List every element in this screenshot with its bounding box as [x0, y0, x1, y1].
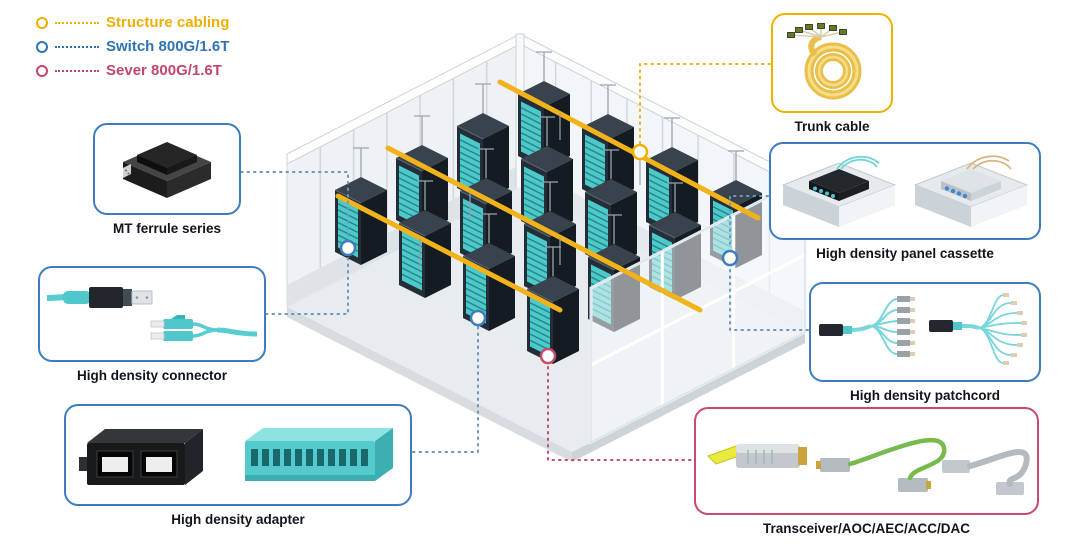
callout-line-patchcord	[729, 266, 809, 331]
legend-label: Sever 800G/1.6T	[106, 62, 222, 79]
callout-lines	[240, 63, 809, 461]
legend-dot-icon	[36, 16, 48, 29]
cassette-tray-icon	[913, 155, 1029, 227]
legend-item-switch: Switch 800G/1.6T	[36, 38, 229, 55]
callout-line-adapter	[412, 326, 479, 453]
lc-adapter-bank-icon	[245, 428, 393, 481]
connection-marker-cabling	[631, 143, 649, 161]
patchcord-fanout-icon	[929, 293, 1027, 365]
callout-connector: High density connector	[38, 266, 266, 383]
patchcord-fanout-icon	[819, 296, 915, 357]
callout-box	[771, 13, 893, 113]
structure-cabling	[335, 79, 761, 313]
legend-leader-dots	[55, 69, 99, 72]
dac-cable-icon	[941, 449, 1030, 495]
legend: Structure cabling Switch 800G/1.6T Sever…	[36, 14, 229, 79]
callout-label: Trunk cable	[794, 119, 870, 134]
legend-item-structure-cabling: Structure cabling	[36, 14, 229, 31]
legend-item-server: Sever 800G/1.6T	[36, 62, 229, 79]
cable-hangers	[419, 113, 641, 266]
adapter-illustration	[79, 428, 393, 485]
legend-dot-icon	[36, 64, 48, 77]
callout-label: High density connector	[76, 368, 228, 383]
mpo-fanout-tips-icon	[787, 23, 847, 38]
callout-trunk-cable: Trunk cable	[771, 13, 893, 134]
mt-ferrule-icon	[123, 142, 211, 198]
connector-illustration	[47, 287, 257, 341]
legend-dot-icon	[36, 40, 48, 53]
callout-patchcord: High density patchcord	[809, 282, 1041, 403]
callout-box	[769, 142, 1041, 240]
connection-marker-switch	[339, 239, 357, 257]
legend-leader-dots	[55, 21, 99, 24]
cassette-illustration	[781, 155, 1029, 227]
structure-cabling-line	[385, 145, 703, 313]
trunk-cable-coil-icon	[787, 23, 862, 100]
transceiver-illustration	[706, 437, 1030, 495]
fiber-adapter-black-icon	[79, 429, 203, 485]
patchcord-illustration	[819, 293, 1027, 365]
callout-line-mt-ferrule	[240, 171, 349, 240]
cassette-tray-icon	[781, 155, 897, 227]
connection-marker-switch	[721, 249, 739, 267]
callout-panel-cassette: High density panel cassette	[769, 142, 1041, 261]
callout-mt-ferrule: MT ferrule series	[93, 123, 241, 236]
callout-transceiver: Transceiver/AOC/AEC/ACC/DAC	[694, 407, 1039, 536]
callout-box	[38, 266, 266, 362]
mpo-connector-icon	[47, 287, 153, 308]
callout-label: MT ferrule series	[112, 221, 222, 236]
lc-duplex-connector-icon	[150, 315, 257, 341]
legend-leader-dots	[55, 45, 99, 48]
connection-markers	[339, 143, 739, 365]
callout-label: High density patchcord	[849, 388, 1001, 403]
callout-line-transceiver	[547, 365, 698, 461]
legend-label: Switch 800G/1.6T	[106, 38, 230, 55]
callout-box	[93, 123, 241, 215]
structure-cabling-line	[497, 79, 761, 221]
callout-label: Transceiver/AOC/AEC/ACC/DAC	[762, 521, 971, 536]
transceiver-icon	[706, 444, 807, 468]
aoc-cable-icon	[815, 437, 946, 492]
structure-cabling-line	[335, 193, 563, 313]
callout-line-cassette	[729, 195, 769, 250]
callout-box	[64, 404, 412, 506]
callout-box	[694, 407, 1039, 515]
connection-marker-switch	[469, 309, 487, 327]
callout-box	[809, 282, 1041, 382]
connection-marker-server	[539, 347, 557, 365]
callout-line-connector	[265, 257, 349, 315]
callout-label: High density adapter	[171, 512, 305, 527]
callout-adapter: High density adapter	[64, 404, 412, 527]
callout-line-trunk	[639, 63, 771, 144]
legend-label: Structure cabling	[106, 14, 230, 31]
callout-label: High density panel cassette	[816, 246, 994, 261]
